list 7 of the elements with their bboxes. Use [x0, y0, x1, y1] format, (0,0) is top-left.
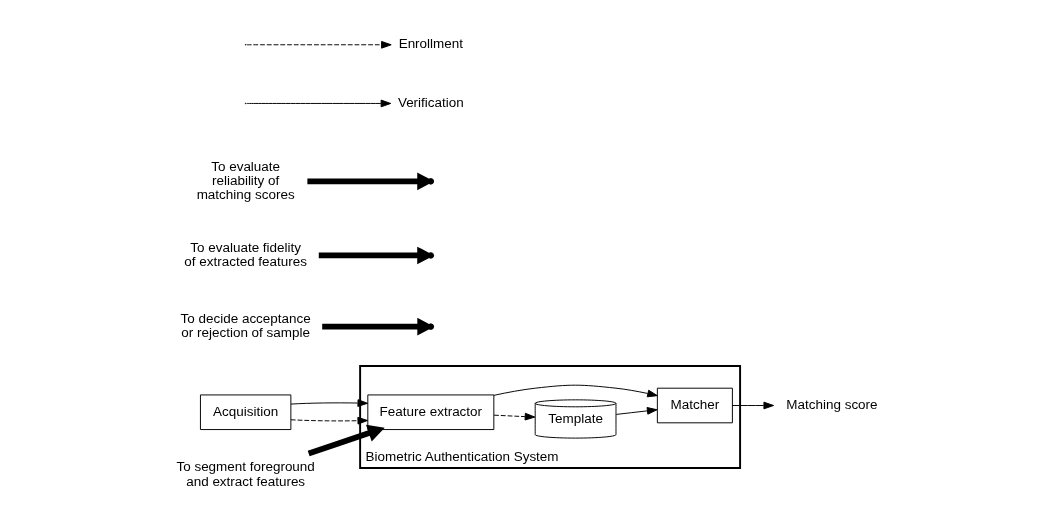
node-text: To evaluate reliability of matching scores	[196, 158, 295, 203]
legend-label: Enrollment	[398, 36, 463, 52]
legend-label: Verification	[397, 95, 464, 111]
node-text: To decide acceptance or rejection of sample	[180, 310, 311, 341]
node-text: Matching score	[785, 397, 878, 413]
node-text: To segment foreground and extract features	[175, 459, 315, 489]
node-text: To evaluate fidelity of extracted features	[183, 239, 307, 270]
